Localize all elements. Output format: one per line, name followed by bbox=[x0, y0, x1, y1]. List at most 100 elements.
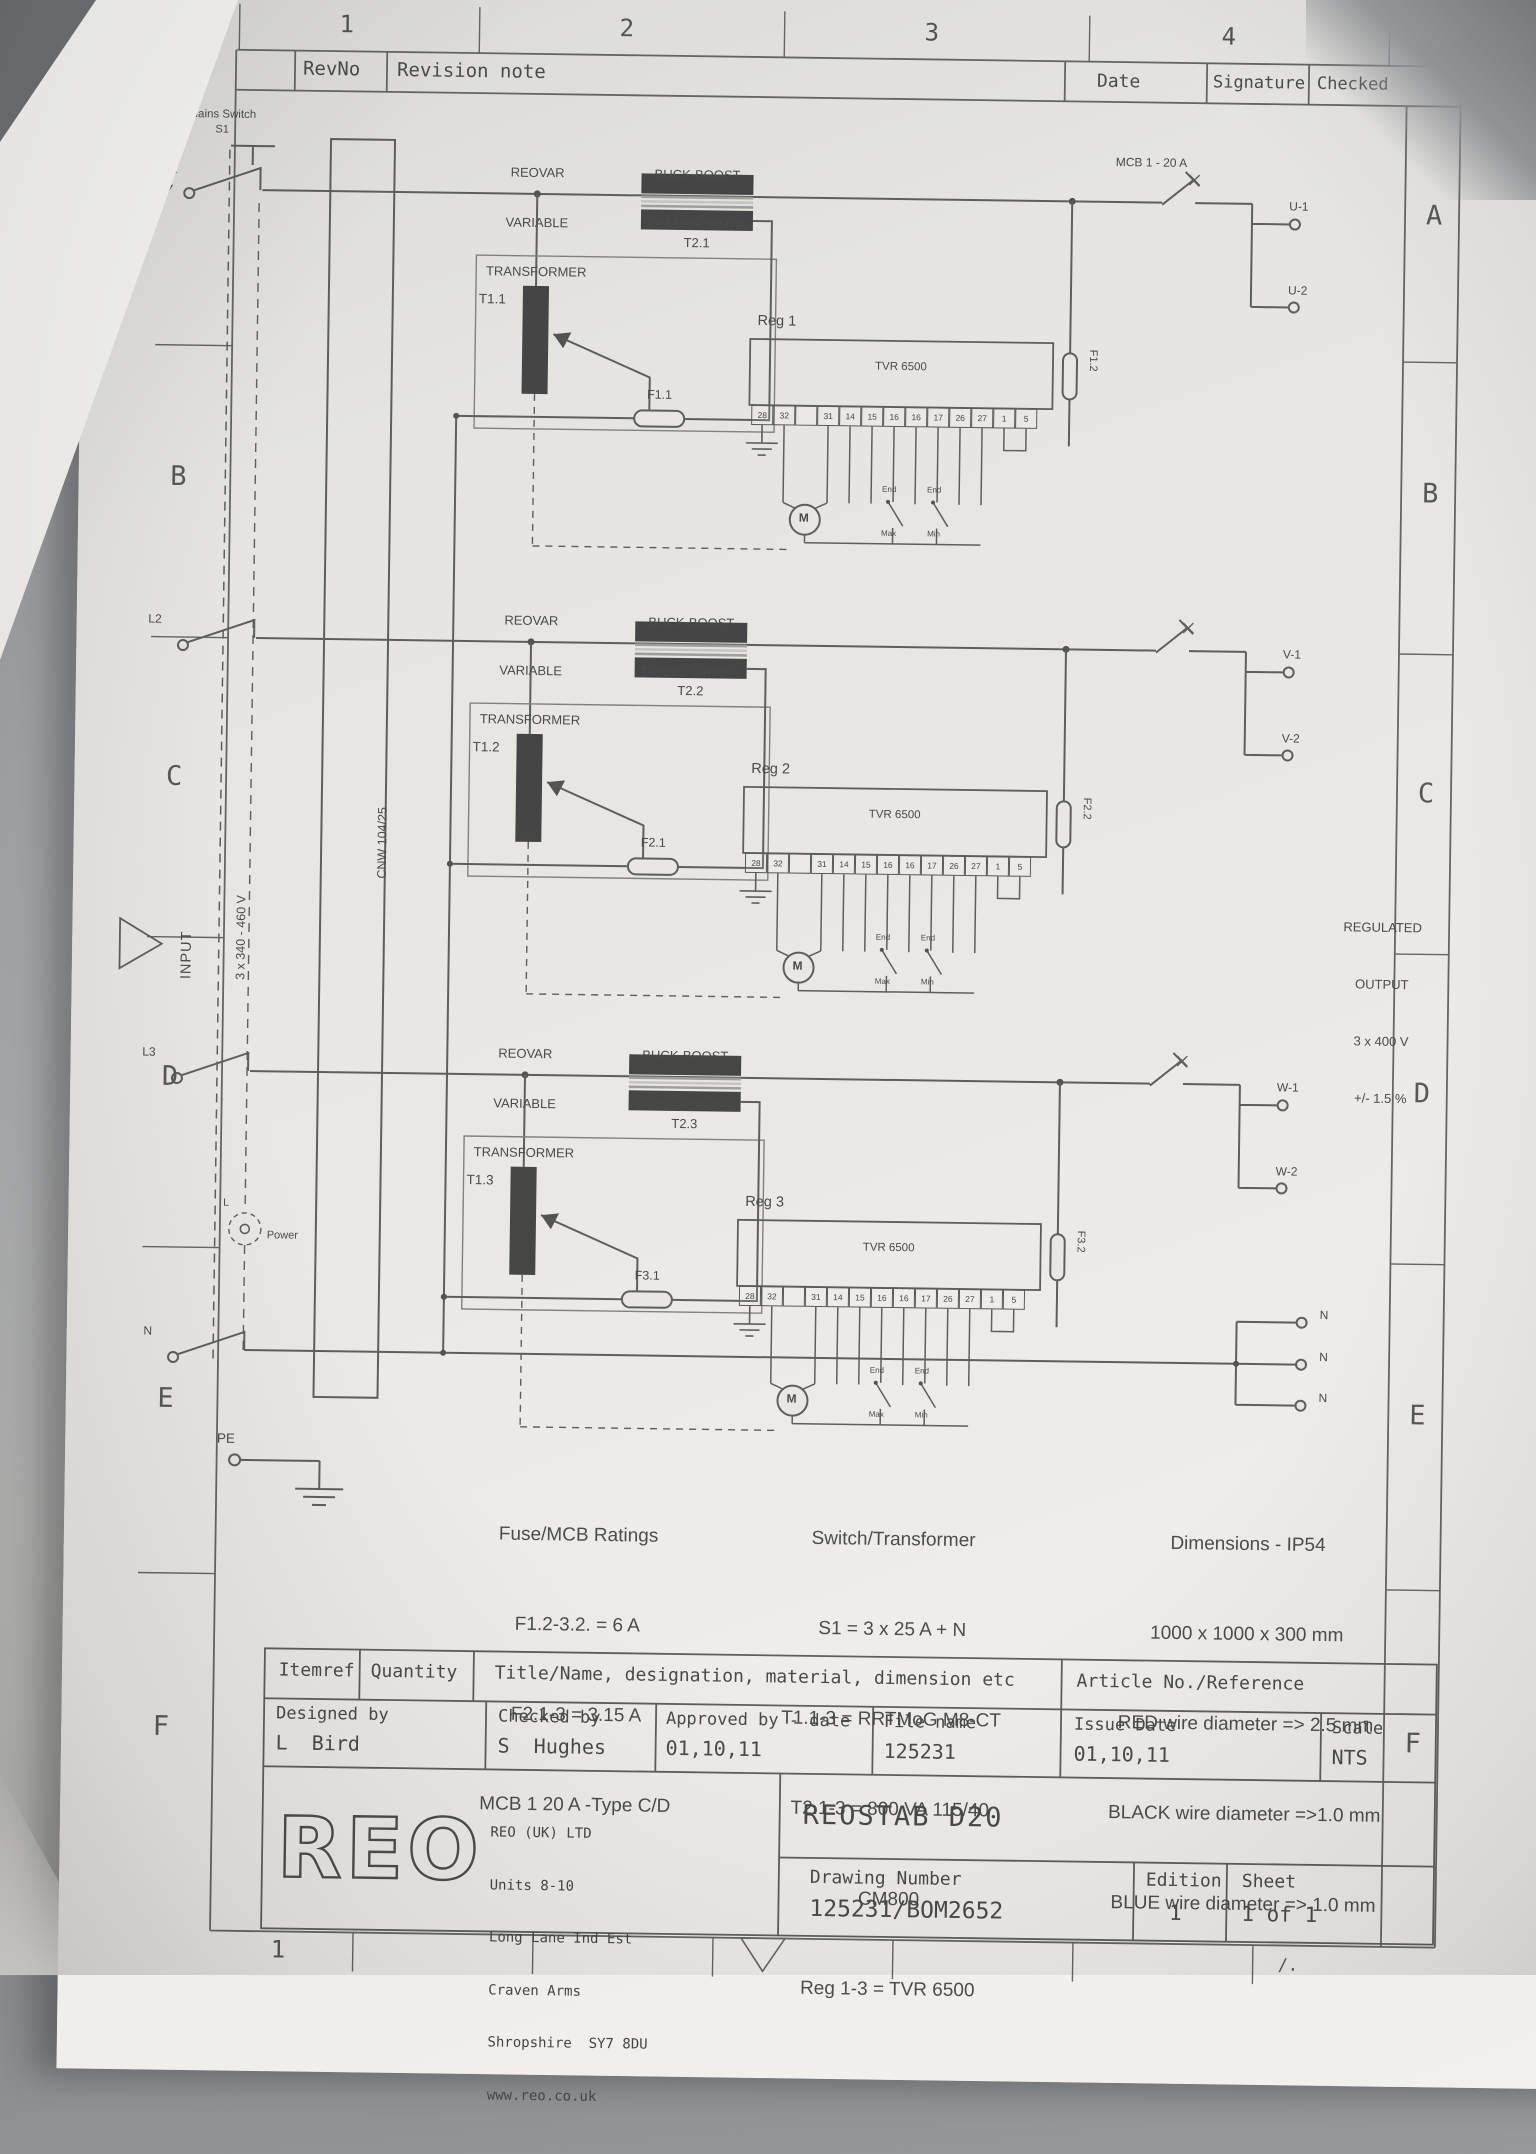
power-lamp-l-label: L bbox=[223, 1196, 230, 1209]
company-address: REO (UK) LTD Units 8-10 Long Lane Ind Es… bbox=[486, 1789, 651, 2141]
top-ruler-ticks bbox=[238, 3, 1391, 66]
power-lamp-label: Power bbox=[266, 1229, 299, 1242]
output-label-u2: U-2 bbox=[1287, 283, 1308, 298]
input-range: 3 x 340 - 460 V bbox=[233, 894, 249, 980]
reovar-line: VARIABLE bbox=[499, 661, 563, 678]
power-lamp bbox=[239, 1223, 251, 1235]
note-line: F1.2-3.2. = 6 A bbox=[514, 1613, 641, 1637]
row-letter-right-e: E bbox=[1408, 1400, 1426, 1432]
note-title: Dimensions - IP54 bbox=[1170, 1532, 1326, 1557]
address-line: Craven Arms bbox=[488, 1981, 582, 2000]
revision-note-header: Revision note bbox=[396, 58, 546, 84]
terminal-cell: 27 bbox=[964, 855, 988, 877]
motor-label-1: M bbox=[798, 510, 809, 525]
terminal-cell: 5 bbox=[1015, 408, 1038, 429]
switch-handle bbox=[230, 144, 275, 165]
terminal-cell bbox=[795, 405, 818, 426]
switch-blades bbox=[177, 166, 262, 1355]
output-label-v1: V-1 bbox=[1282, 647, 1302, 662]
n-output-terminal bbox=[1295, 1316, 1308, 1329]
fold-mark-triangle bbox=[739, 1937, 787, 1973]
phase-label-l2: L2 bbox=[148, 611, 162, 626]
terminal-cell: 28 bbox=[744, 852, 768, 874]
phase-label-n: N bbox=[143, 1323, 153, 1338]
max-label-3: Max bbox=[868, 1409, 884, 1419]
terminal-cell: 17 bbox=[914, 1288, 938, 1309]
pe-earth-group bbox=[228, 1453, 344, 1507]
buck-line: BUCK-BOOST bbox=[654, 166, 741, 183]
terminal-cell: 27 bbox=[958, 1288, 982, 1310]
terminal-cell: 5 bbox=[1008, 856, 1032, 877]
regulated-output-note: REGULATED OUTPUT 3 x 400 V +/- 1.5 % bbox=[1302, 879, 1461, 1147]
reovar-line: TRANSFORMER bbox=[485, 263, 587, 280]
terminal-cell: 17 bbox=[927, 407, 950, 428]
address-line: Long Lane Ind Est bbox=[488, 1929, 633, 1948]
drawing-sheet: REO 1 2 3 4 1 /. B C D E F A B C D E F R… bbox=[118, 3, 1463, 2104]
edition-label: Edition bbox=[1145, 1869, 1222, 1892]
issue-date-label: Issue Date bbox=[1073, 1714, 1177, 1737]
drawing-frame bbox=[138, 3, 1463, 1985]
row-letter-left-e: E bbox=[157, 1382, 174, 1414]
terminal-cell: 31 bbox=[817, 405, 840, 427]
row-letter-left-f: F bbox=[152, 1710, 170, 1742]
terminal-cell: 1 bbox=[986, 856, 1010, 877]
terminal-cell: 27 bbox=[971, 408, 994, 429]
tvr-label-2: TVR 6500 bbox=[868, 808, 921, 822]
row-letter-left-b: B bbox=[169, 460, 187, 493]
terminal-cell: 28 bbox=[738, 1285, 762, 1307]
l1-terminal bbox=[183, 187, 196, 200]
terminal-cell: 32 bbox=[766, 853, 790, 874]
terminal-cell: 15 bbox=[854, 854, 878, 875]
l3-terminal bbox=[170, 1071, 183, 1084]
desk-surface-top-right bbox=[1306, 0, 1536, 200]
reovar-line: VARIABLE bbox=[493, 1094, 557, 1111]
cnw-label: CNW 104/25 bbox=[337, 777, 427, 908]
title-block-lines bbox=[260, 1647, 1438, 1946]
max-label-1: Max bbox=[880, 528, 897, 538]
end-label-3b: End bbox=[914, 1366, 930, 1376]
buck-line: TRANSFORMER bbox=[640, 663, 741, 681]
regulated-line: +/- 1.5 % bbox=[1353, 1090, 1407, 1107]
scale-label: Scale bbox=[1331, 1718, 1384, 1739]
l2-terminal bbox=[176, 639, 189, 652]
regulated-line: OUTPUT bbox=[1355, 976, 1409, 993]
terminal-cell: 15 bbox=[861, 406, 884, 427]
terminal-cell: 1 bbox=[993, 408, 1016, 429]
max-label-2: Max bbox=[874, 976, 890, 986]
signature-header: Signature bbox=[1212, 72, 1306, 94]
buck-line: TRANSFORMER bbox=[646, 215, 748, 233]
note-line: 1000 x 1000 x 300 mm bbox=[1149, 1622, 1344, 1647]
t2-label-2: T2.2 bbox=[677, 682, 704, 699]
cnw-box bbox=[312, 138, 397, 1399]
revision-table-lines bbox=[293, 50, 1311, 105]
input-arrow bbox=[118, 916, 164, 970]
fuse1-label-3: F3.1 bbox=[634, 1268, 660, 1283]
terminal-cell: 16 bbox=[905, 407, 928, 428]
top-zone-3: 3 bbox=[924, 18, 940, 47]
reovar-label-1: REOVAR VARIABLE TRANSFORMER bbox=[451, 131, 624, 315]
reovar-line: VARIABLE bbox=[505, 213, 569, 230]
checked-by-value: S Hughes bbox=[497, 1733, 607, 1760]
terminal-cell: 14 bbox=[839, 406, 862, 427]
tvr-label-3: TVR 6500 bbox=[862, 1241, 915, 1255]
sheet-value: 1 of 1 bbox=[1241, 1901, 1318, 1927]
mains-switch-group bbox=[118, 144, 275, 1363]
n-output-terminal bbox=[1295, 1358, 1308, 1371]
terminal-cell: 5 bbox=[1002, 1289, 1026, 1310]
end-label-3a: End bbox=[869, 1365, 885, 1375]
revno-header: RevNo bbox=[302, 57, 361, 81]
terminal-cell: 26 bbox=[949, 407, 972, 429]
terminal-cell: 26 bbox=[942, 855, 966, 876]
regulated-line: REGULATED bbox=[1343, 919, 1422, 936]
address-line: REO (UK) LTD bbox=[490, 1824, 592, 1842]
reovar-line: REOVAR bbox=[510, 164, 565, 181]
drawing-number-value: 125231/BOM2652 bbox=[809, 1895, 1004, 1925]
motor-label-2: M bbox=[792, 958, 803, 973]
fuse2-label-3: F3.2 bbox=[1074, 1230, 1087, 1253]
output-label-v2: V-2 bbox=[1281, 731, 1300, 746]
reg-label-1: Reg 1 bbox=[757, 313, 797, 330]
reovar-label-2: REOVAR VARIABLE TRANSFORMER bbox=[444, 579, 617, 763]
photo-of-schematic: { "colors": {"paper": "#e9e7e3", "ink": … bbox=[0, 0, 1536, 2104]
end-label-1a: End bbox=[882, 484, 897, 494]
t2-label-1: T2.1 bbox=[683, 234, 710, 251]
